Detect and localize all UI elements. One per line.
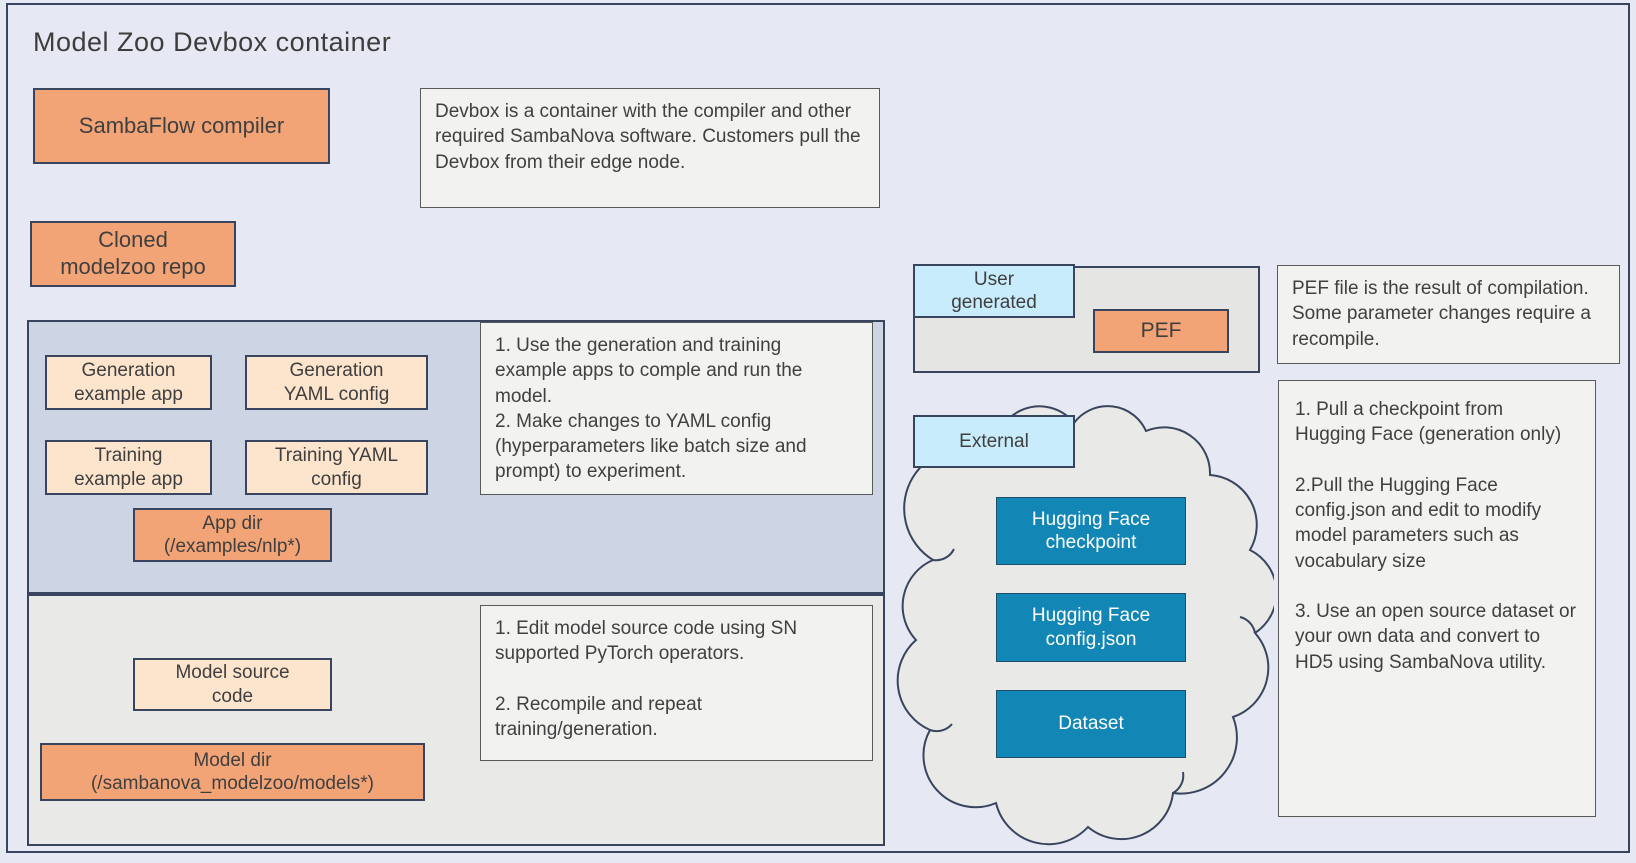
model-dir-box: Model dir (/sambanova_modelzoo/models*) <box>40 743 425 801</box>
generation-example-app-box: Generation example app <box>45 355 212 410</box>
app-dir-box: App dir (/examples/nlp*) <box>133 508 332 562</box>
devbox-note: Devbox is a container with the compiler … <box>420 88 880 208</box>
pef-note: PEF file is the result of compilation. S… <box>1277 265 1620 364</box>
dataset-box: Dataset <box>996 690 1186 758</box>
hugging-face-config-box: Hugging Face config.json <box>996 593 1186 662</box>
pef-box: PEF <box>1093 309 1229 353</box>
hugging-face-checkpoint-box: Hugging Face checkpoint <box>996 497 1186 565</box>
apps-instructions-note: 1. Use the generation and training examp… <box>480 322 873 495</box>
devbox-container-frame <box>6 3 1630 853</box>
external-instructions-note: 1. Pull a checkpoint from Hugging Face (… <box>1278 380 1596 817</box>
external-legend-box: External <box>913 415 1075 468</box>
models-instructions-note: 1. Edit model source code using SN suppo… <box>480 605 873 761</box>
training-example-app-box: Training example app <box>45 440 212 495</box>
model-source-code-box: Model source code <box>133 658 332 711</box>
page-title: Model Zoo Devbox container <box>33 27 392 57</box>
cloned-modelzoo-repo-box: Cloned modelzoo repo <box>30 221 236 287</box>
user-generated-legend-box: User generated <box>913 264 1075 318</box>
training-yaml-config-box: Training YAML config <box>245 440 428 495</box>
generation-yaml-config-box: Generation YAML config <box>245 355 428 410</box>
sambaflow-compiler-box: SambaFlow compiler <box>33 88 330 164</box>
